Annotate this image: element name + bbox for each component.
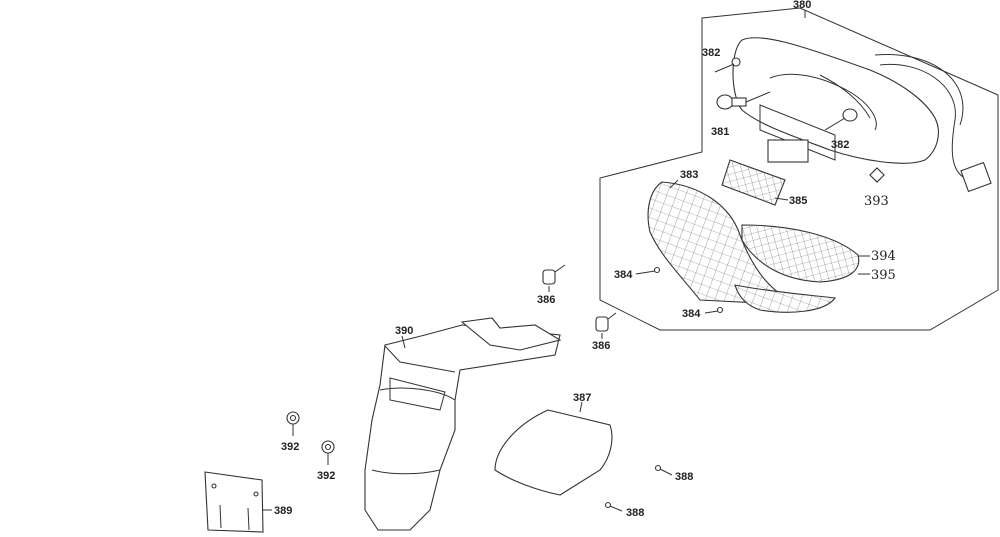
bulb-382-right — [824, 108, 858, 131]
screw-388-lower — [604, 501, 623, 512]
label-388-lower: 388 — [626, 507, 644, 519]
bulb-381 — [716, 91, 771, 110]
label-394: 394 — [871, 249, 896, 264]
label-384-upper: 384 — [614, 269, 633, 281]
label-386-upper: 386 — [537, 294, 555, 306]
label-393: 393 — [864, 194, 889, 209]
label-382-top: 382 — [702, 47, 720, 59]
label-383: 383 — [680, 169, 698, 181]
nut-392-lower — [321, 440, 335, 465]
side-reflector-394-395 — [734, 224, 870, 313]
screw-388-upper — [654, 464, 673, 476]
label-387: 387 — [573, 392, 591, 404]
label-388-upper: 388 — [675, 471, 693, 483]
label-386-lower: 386 — [592, 340, 610, 352]
label-392-lower: 392 — [317, 470, 335, 482]
label-384-lower: 384 — [682, 308, 701, 320]
tail-light-housing — [732, 37, 992, 193]
screw-384-lower — [704, 306, 724, 314]
label-382-right: 382 — [831, 139, 849, 151]
rear-fender-390 — [364, 317, 562, 531]
nut-392-upper — [286, 411, 300, 436]
label-381: 381 — [711, 126, 729, 138]
reflector-385 — [721, 159, 789, 206]
clip-386-upper — [542, 264, 566, 292]
screw-382-top — [714, 57, 741, 73]
label-385: 385 — [789, 195, 807, 207]
label-380: 380 — [793, 0, 811, 11]
label-389: 389 — [274, 505, 292, 517]
label-395: 395 — [871, 268, 896, 283]
screw-384-upper — [635, 266, 661, 275]
clip-386-lower — [595, 312, 617, 339]
washer-393 — [869, 167, 885, 183]
mudguard-387 — [494, 401, 613, 496]
label-390: 390 — [395, 325, 413, 337]
assembly-frame — [599, 7, 999, 331]
label-392-upper: 392 — [281, 441, 299, 453]
license-plate-389 — [204, 471, 272, 533]
